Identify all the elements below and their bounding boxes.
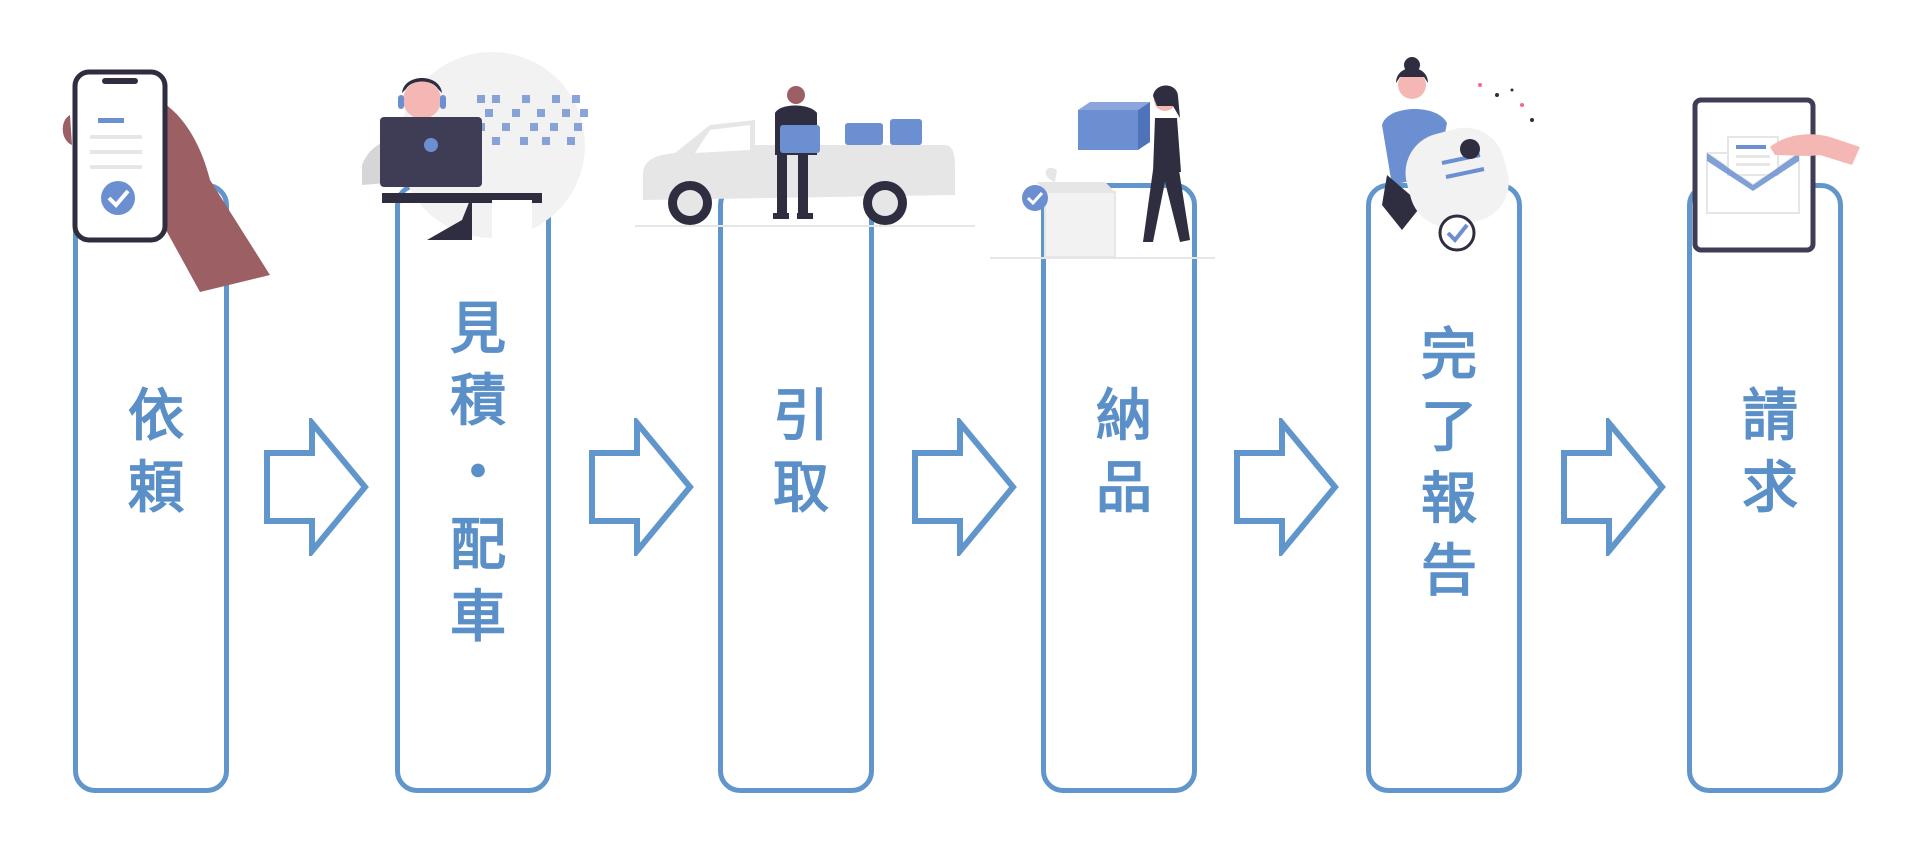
right-arrow-icon bbox=[1561, 418, 1666, 556]
step-delivery: 納 品 bbox=[1041, 0, 1211, 852]
invoice-tablet-icon bbox=[1692, 97, 1860, 253]
step-billing: 請 求 bbox=[1687, 0, 1857, 852]
completion-report-icon bbox=[1382, 57, 1534, 252]
step-card: 引 取 bbox=[718, 183, 874, 793]
step-label: 完 了 報 告 bbox=[1421, 323, 1477, 604]
step-label: 見 積 ・ 配 車 bbox=[450, 297, 506, 650]
step-card: 見 積 ・ 配 車 bbox=[395, 183, 551, 793]
step-completion-report: 完 了 報 告 bbox=[1366, 0, 1536, 852]
operator-at-laptop-icon bbox=[362, 52, 588, 240]
step-label: 引 取 bbox=[773, 384, 829, 521]
step-label: 依 頼 bbox=[128, 384, 184, 521]
truck-with-boxes-icon bbox=[635, 86, 975, 227]
step-card: 完 了 報 告 bbox=[1366, 183, 1522, 793]
right-arrow-icon bbox=[264, 418, 369, 556]
step-card: 納 品 bbox=[1041, 183, 1197, 793]
step-pickup: 引 取 bbox=[718, 0, 888, 852]
step-card: 請 求 bbox=[1687, 183, 1843, 793]
step-label: 納 品 bbox=[1096, 384, 1152, 521]
step-label: 請 求 bbox=[1742, 384, 1798, 521]
person-carrying-box-icon bbox=[990, 85, 1215, 259]
right-arrow-icon bbox=[912, 418, 1017, 556]
phone-in-hand-icon bbox=[62, 69, 270, 292]
right-arrow-icon bbox=[589, 418, 694, 556]
right-arrow-icon bbox=[1234, 418, 1339, 556]
